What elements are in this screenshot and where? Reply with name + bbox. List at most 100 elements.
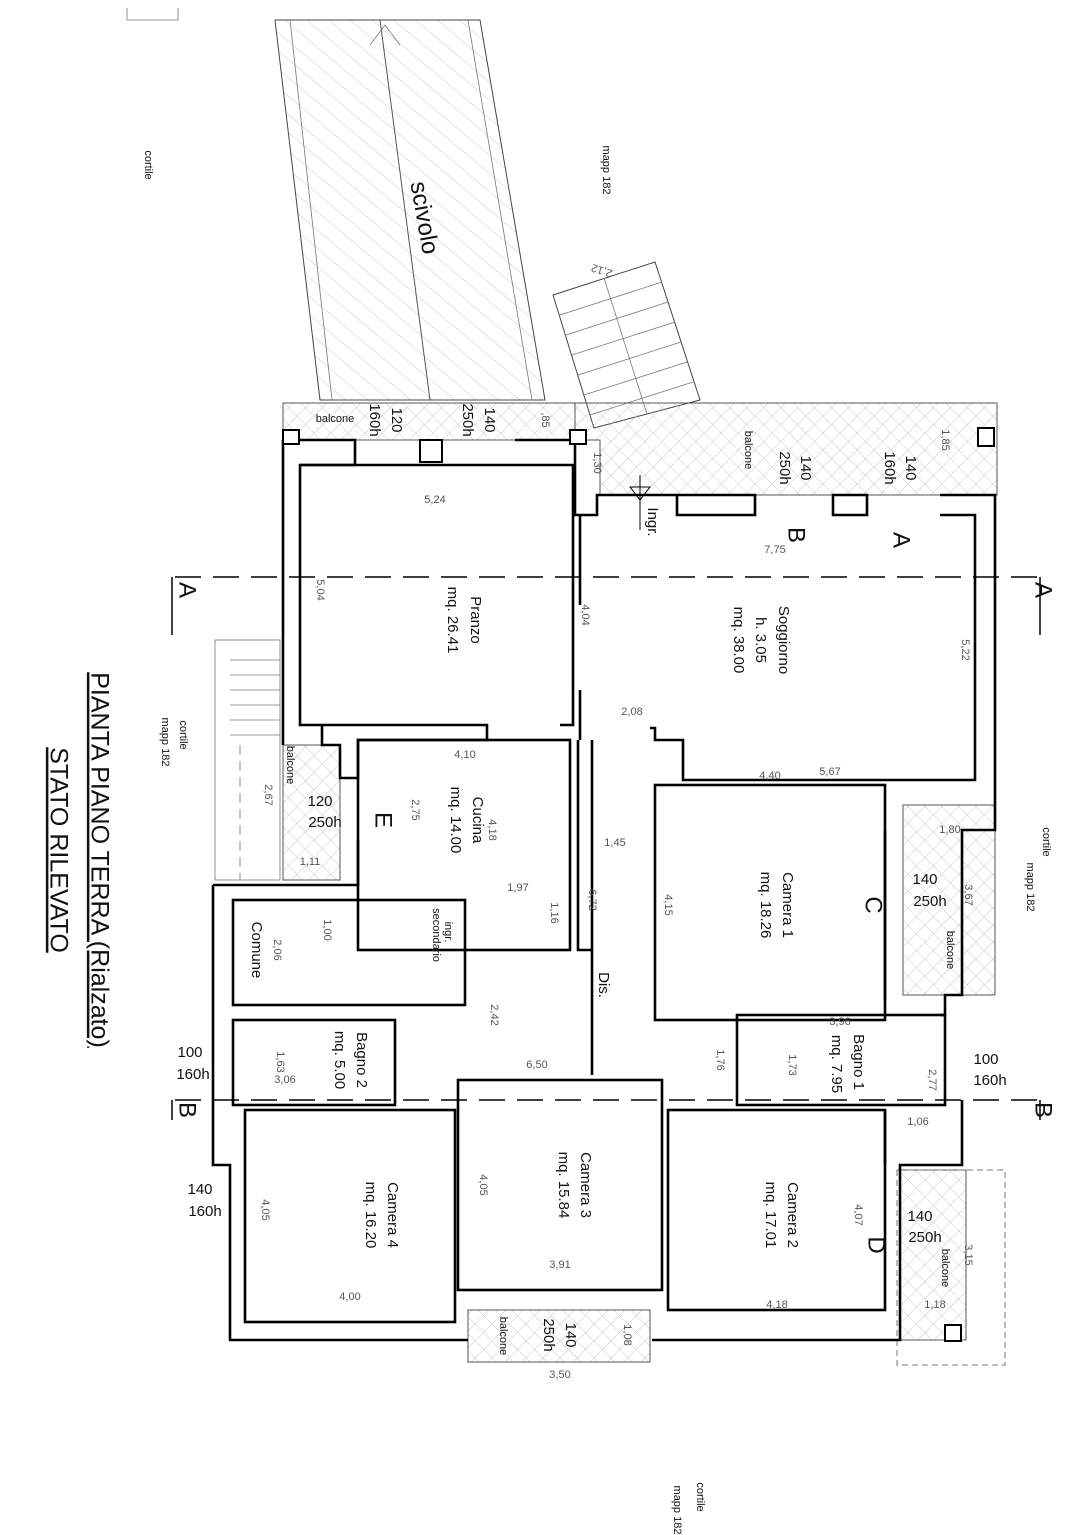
dimension: 3,15 bbox=[962, 1244, 974, 1265]
room-name-comune: Comune bbox=[248, 922, 265, 979]
room-area-pranzo: mq. 26.41 bbox=[444, 587, 461, 654]
dimension: 2,67 bbox=[262, 784, 274, 805]
window-height: 250h bbox=[459, 403, 476, 436]
entrance-label: Ingr. bbox=[644, 507, 661, 536]
dimension: 1,08 bbox=[621, 1324, 633, 1345]
dimension: 2,77 bbox=[926, 1069, 938, 1090]
marker-d: D bbox=[863, 1236, 890, 1253]
room-name-bagno1: Bagno 1 bbox=[850, 1034, 867, 1090]
dimension: 1,16 bbox=[548, 902, 560, 923]
dimension: 4,05 bbox=[259, 1199, 271, 1220]
window-labels: 120 160h 140 250h 140 250h 140 160h 140 … bbox=[176, 403, 1006, 1351]
room-name-dis: Dis. bbox=[595, 972, 612, 998]
room-name-bagno2: Bagno 2 bbox=[353, 1032, 370, 1088]
dimensions: 5,24 7,75 4,10 2,08 5,67 4,40 1,80 1,45 … bbox=[259, 261, 974, 1381]
window-height: 160h bbox=[973, 1072, 1006, 1089]
entrance-arrow-icon bbox=[628, 475, 652, 530]
room-area-soggiorno: mq. 38.00 bbox=[730, 607, 747, 674]
balcone-label-c: balcone bbox=[944, 931, 956, 970]
dimension: 3,96 bbox=[829, 1016, 850, 1028]
dimension: 4,18 bbox=[766, 1299, 787, 1311]
room-labels: Pranzo mq. 26.41 Soggiorno h. 3.05 mq. 3… bbox=[248, 587, 867, 1249]
dimension: 4,40 bbox=[759, 770, 780, 782]
room-name-pranzo: Pranzo bbox=[467, 596, 484, 644]
window-height: 160h bbox=[188, 1203, 221, 1220]
mapp-label-bottom: mapp 182 bbox=[671, 1486, 683, 1535]
cortile-label-left: cortile bbox=[177, 720, 189, 749]
dimension: 6,72 bbox=[586, 889, 598, 910]
dimension: 5,67 bbox=[819, 766, 840, 778]
room-area-camera2: mq. 17.01 bbox=[762, 1182, 779, 1249]
dimension: 1,18 bbox=[924, 1299, 945, 1311]
section-a-left: A bbox=[174, 582, 201, 598]
window-width: 100 bbox=[973, 1051, 998, 1068]
room-area-bagno1: mq. 7.95 bbox=[828, 1035, 845, 1093]
dimension: 1,85 bbox=[939, 429, 951, 450]
window-height: 250h bbox=[913, 893, 946, 910]
window-width: 140 bbox=[797, 455, 814, 480]
room-area-cucina: mq. 14.00 bbox=[447, 787, 464, 854]
marker-e: E bbox=[370, 812, 397, 828]
dimension: 1,97 bbox=[507, 882, 528, 894]
room-name-camera3: Camera 3 bbox=[577, 1152, 594, 1218]
dimension: 1,45 bbox=[604, 837, 625, 849]
dimension: 3,91 bbox=[549, 1259, 570, 1271]
corner-mark bbox=[126, 8, 179, 21]
dimension: 1,06 bbox=[907, 1116, 928, 1128]
window-height: 160h bbox=[366, 403, 383, 436]
window-height: 250h bbox=[308, 814, 341, 831]
balcone-label-bottom: balcone bbox=[497, 1317, 509, 1356]
dimension: 4,15 bbox=[662, 894, 674, 915]
annotations: scivolo Ingr. ingr. secondario balcone b… bbox=[142, 146, 1052, 1535]
dimension: 4,10 bbox=[454, 749, 475, 761]
dimension: 2,12 bbox=[590, 261, 614, 279]
balcone-label-d: balcone bbox=[939, 1249, 951, 1288]
section-b-right: B bbox=[1030, 1102, 1057, 1118]
dimension: 2,75 bbox=[409, 799, 421, 820]
dimension: 4,05 bbox=[477, 1174, 489, 1195]
ramp bbox=[274, 19, 546, 401]
section-lines bbox=[171, 576, 1041, 1120]
external-stairs bbox=[552, 261, 701, 429]
walls bbox=[211, 427, 997, 1342]
side-stairs bbox=[214, 639, 281, 881]
window-markers: A B C D E A A B B bbox=[174, 527, 1057, 1254]
cortile-label-bottom: cortile bbox=[694, 1482, 706, 1511]
window-width: 100 bbox=[177, 1044, 202, 1061]
dimension: 1,11 bbox=[300, 856, 321, 868]
dimension: 2,42 bbox=[488, 1004, 500, 1025]
room-name-camera4: Camera 4 bbox=[384, 1182, 401, 1248]
room-name-camera1: Camera 1 bbox=[779, 872, 796, 938]
room-name-camera2: Camera 2 bbox=[784, 1182, 801, 1248]
marker-b: B bbox=[783, 527, 810, 543]
dimension: 1,76 bbox=[714, 1049, 726, 1070]
dimension: 1,00 bbox=[321, 919, 333, 940]
balcone-label-e: balcone bbox=[284, 746, 296, 785]
mapp-label-top: mapp 182 bbox=[600, 146, 612, 195]
dimension: 5,04 bbox=[314, 579, 326, 600]
dimension: 4,04 bbox=[579, 604, 591, 625]
window-width: 140 bbox=[907, 1208, 932, 1225]
dimension: 4,00 bbox=[339, 1291, 360, 1303]
dimension: 7,75 bbox=[764, 544, 785, 556]
plan-subtitle: STATO RILEVATO bbox=[44, 747, 72, 953]
secondary-entrance-label-1: ingr. bbox=[442, 922, 454, 943]
window-width: 140 bbox=[562, 1322, 579, 1347]
dimension: 4,07 bbox=[852, 1204, 864, 1225]
dimension: 5,24 bbox=[424, 494, 445, 506]
room-area-camera4: mq. 16.20 bbox=[362, 1182, 379, 1249]
window-height: 160h bbox=[881, 451, 898, 484]
dimension: 3,06 bbox=[274, 1074, 295, 1086]
marker-c: C bbox=[860, 896, 887, 913]
dimension: 1,80 bbox=[939, 824, 960, 836]
room-area-bagno2: mq. 5.00 bbox=[331, 1031, 348, 1089]
balcone-label-top: balcone bbox=[316, 413, 355, 425]
mapp-label-right: mapp 182 bbox=[1024, 863, 1036, 912]
window-height: 250h bbox=[540, 1318, 557, 1351]
window-width: 140 bbox=[187, 1181, 212, 1198]
dimension: 2,06 bbox=[271, 939, 283, 960]
room-area-camera3: mq. 15.84 bbox=[555, 1152, 572, 1219]
window-width: 120 bbox=[307, 793, 332, 810]
plan-title: PIANTA PIANO TERRA (Rialzato) bbox=[85, 672, 113, 1048]
